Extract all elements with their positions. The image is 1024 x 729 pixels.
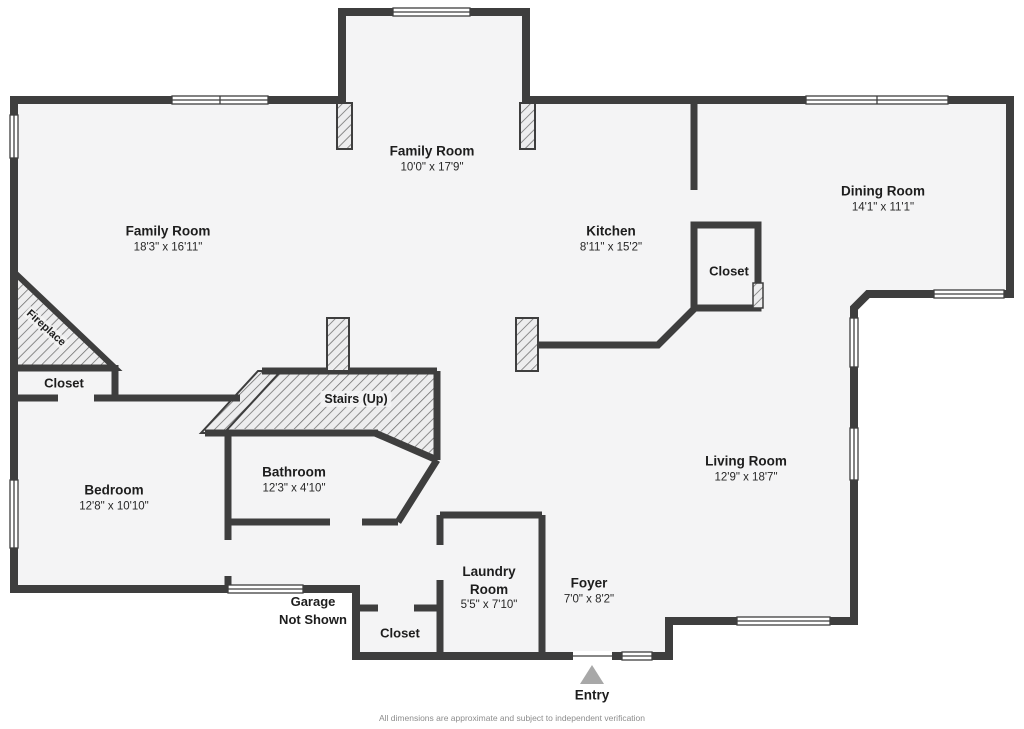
window <box>9 114 19 159</box>
interior-walls <box>14 96 762 656</box>
floor-area <box>14 12 1010 656</box>
window <box>736 616 831 626</box>
window <box>933 289 1005 299</box>
window <box>805 95 949 105</box>
window <box>171 95 269 105</box>
window <box>392 7 471 17</box>
entry-door <box>573 651 612 684</box>
wall-stubs <box>326 102 764 372</box>
window <box>227 584 304 594</box>
disclaimer-text: All dimensions are approximate and subje… <box>378 713 646 723</box>
entry-arrow-icon <box>580 665 604 684</box>
window <box>849 317 859 368</box>
window <box>621 651 653 661</box>
windows <box>9 7 1005 661</box>
window <box>9 479 19 549</box>
window <box>849 427 859 481</box>
